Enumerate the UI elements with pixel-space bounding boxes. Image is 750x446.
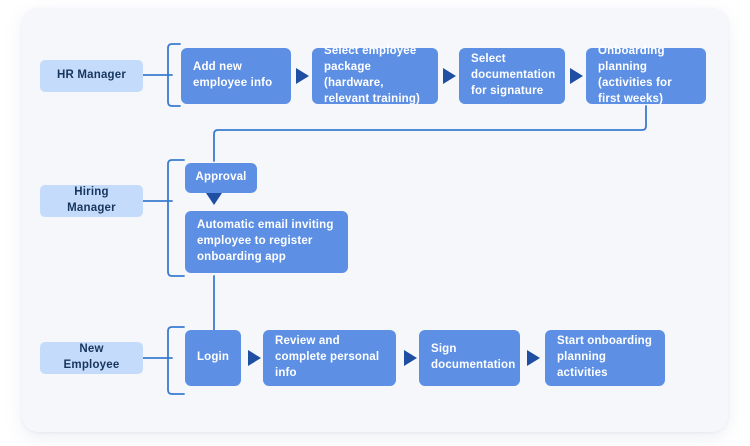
node-sign-documentation[interactable]: Sign documentation bbox=[419, 330, 520, 386]
node-onboarding-planning[interactable]: Onboarding planning (activities for firs… bbox=[586, 45, 706, 105]
node-label: Approval bbox=[195, 171, 247, 184]
node-select-employee-package[interactable]: Select employee package (hardware, relev… bbox=[312, 45, 438, 105]
node-label: Select documentation for signature bbox=[471, 53, 556, 97]
node-select-documentation[interactable]: Select documentation for signature bbox=[459, 48, 565, 104]
node-label: Sign documentation bbox=[431, 343, 516, 371]
node-label: Add new employee info bbox=[193, 61, 273, 89]
node-label: Onboarding planning (activities for firs… bbox=[598, 45, 672, 105]
node-approval[interactable]: Approval bbox=[185, 163, 257, 193]
node-label: Start onboarding planning activities bbox=[557, 335, 653, 379]
lane-label-new-employee[interactable]: New Employee bbox=[40, 342, 143, 374]
node-add-new-employee-info[interactable]: Add new employee info bbox=[181, 48, 291, 104]
lane-label-text: New Employee bbox=[63, 343, 120, 371]
node-login[interactable]: Login bbox=[185, 330, 241, 386]
node-label: Review and complete personal info bbox=[275, 335, 380, 379]
node-review-personal-info[interactable]: Review and complete personal info bbox=[263, 330, 396, 386]
node-label: Select employee package (hardware, relev… bbox=[324, 45, 420, 105]
node-start-onboarding[interactable]: Start onboarding planning activities bbox=[545, 330, 665, 386]
lane-label-hr-manager[interactable]: HR Manager bbox=[40, 60, 143, 92]
node-automatic-email[interactable]: Automatic email inviting employee to reg… bbox=[185, 211, 348, 273]
lane-label-text: HR Manager bbox=[56, 69, 127, 82]
node-label: Automatic email inviting employee to reg… bbox=[197, 219, 334, 263]
lane-label-hiring-manager[interactable]: Hiring Manager bbox=[40, 185, 143, 217]
lane-label-text: Hiring Manager bbox=[67, 186, 116, 214]
node-label: Login bbox=[196, 351, 230, 364]
